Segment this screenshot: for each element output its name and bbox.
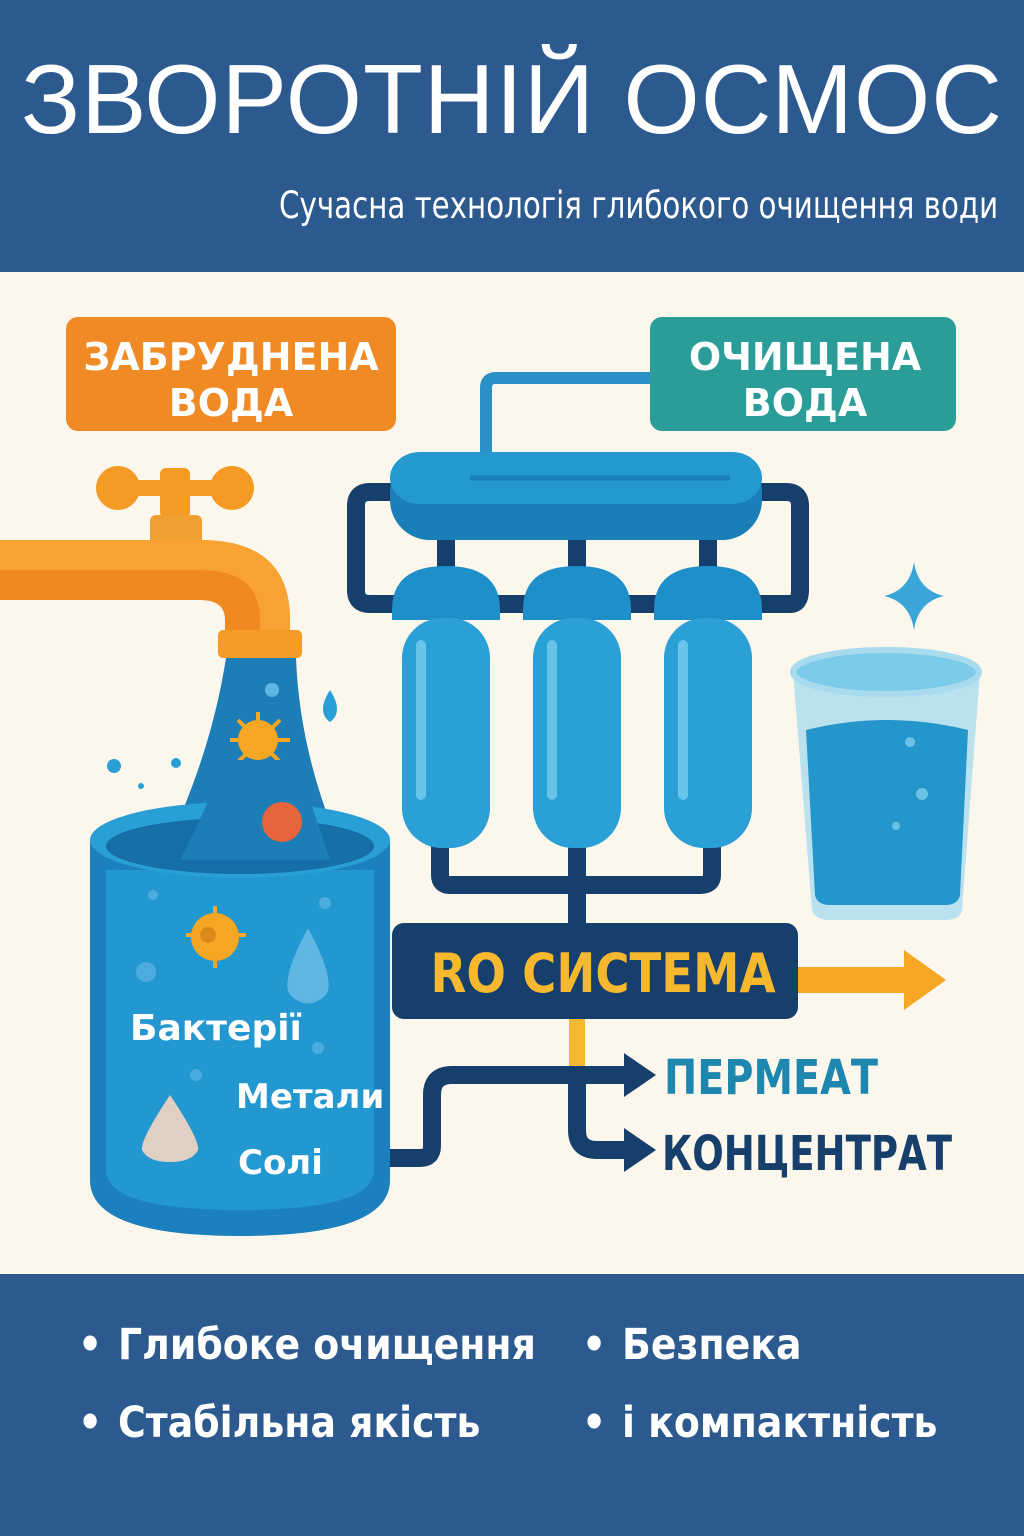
contaminated-water-tank xyxy=(90,760,390,1236)
dirty-water-text-1: ЗАБРУДНЕНА xyxy=(83,335,379,379)
page-subtitle: Сучасна технологія глибокого очищення во… xyxy=(278,184,998,227)
water-tap-icon xyxy=(0,466,302,658)
filter-cartridge-2 xyxy=(523,566,631,848)
feature-item: і компактність xyxy=(582,1398,937,1448)
clean-water-text-1: ОЧИЩЕНА xyxy=(689,335,922,379)
feature-item: Безпека xyxy=(582,1320,802,1370)
ro-system-label: RO СИСТЕМА xyxy=(431,942,776,1005)
contaminant-salts: Солі xyxy=(238,1143,323,1183)
header-banner: ЗВОРОТНІЙ ОСМОС Сучасна технологія глибо… xyxy=(0,0,1024,272)
contaminant-bacteria: Бактерії xyxy=(130,1008,302,1049)
glass-of-water-icon xyxy=(790,647,982,920)
filter-cartridge-1 xyxy=(392,566,500,848)
clean-water-label: ОЧИЩЕНА ВОДА xyxy=(650,317,956,431)
concentrate-label: КОНЦЕНТРАТ xyxy=(662,1126,952,1182)
clean-pipe xyxy=(480,372,660,460)
permeate-label: ПЕРМЕАТ xyxy=(664,1050,878,1106)
sparkle-icon xyxy=(884,562,944,630)
feature-item: Глибоке очищення xyxy=(78,1320,536,1370)
bacteria-icon xyxy=(230,712,290,770)
contaminant-metals: Метали xyxy=(236,1077,384,1117)
filter-cartridges xyxy=(392,566,762,848)
ro-system-box: RO СИСТЕМА xyxy=(392,923,798,1019)
clean-water-text-2: ВОДА xyxy=(743,381,868,425)
feature-item: Стабільна якість xyxy=(78,1398,480,1448)
concentrate-arrow xyxy=(568,1070,630,1159)
dirty-water-text-2: ВОДА xyxy=(169,381,294,425)
membrane-housing xyxy=(390,452,762,540)
permeate-arrow xyxy=(390,1066,630,1167)
features-footer: Глибоке очищення Безпека Стабільна якіст… xyxy=(0,1274,1024,1536)
dirty-water-label: ЗАБРУДНЕНА ВОДА xyxy=(66,317,396,431)
water-drop-icon xyxy=(323,690,337,722)
page-title: ЗВОРОТНІЙ ОСМОС xyxy=(20,44,1004,154)
filter-cartridge-3 xyxy=(654,566,762,848)
